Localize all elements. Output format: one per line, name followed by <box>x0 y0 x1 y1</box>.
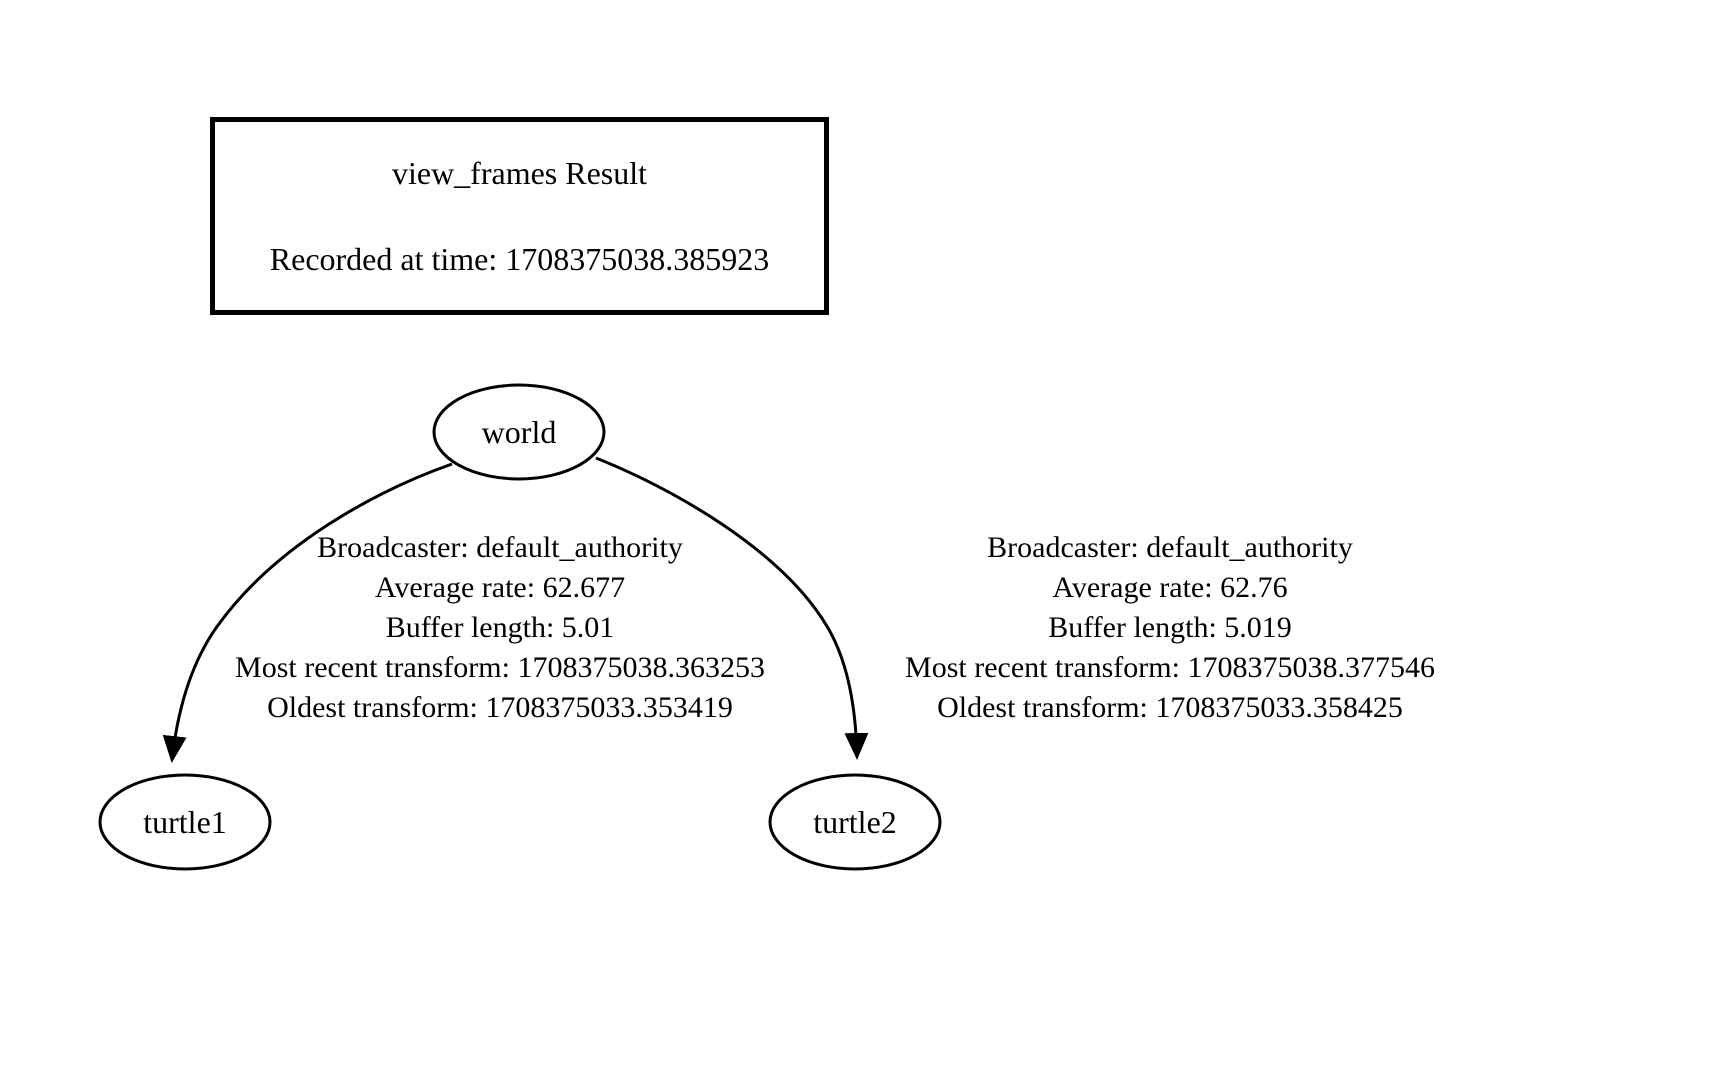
edge1-average-rate-line: Average rate: 62.677 <box>374 571 626 604</box>
result-title-box: view_frames Result Recorded at time: 170… <box>210 117 829 315</box>
edge1-most-recent-transform-line: Most recent transform: 1708375038.363253 <box>235 651 765 684</box>
node-ellipse-turtle1[interactable] <box>98 773 272 871</box>
edge-world-to-turtle2 <box>595 456 869 760</box>
node-label-turtle1[interactable]: turtle1 <box>143 804 227 840</box>
edge2-most-recent-transform-line: Most recent transform: 1708375038.377546 <box>905 651 1435 684</box>
recorded-at-time: Recorded at time: 1708375038.385923 <box>269 241 770 277</box>
edge1-broadcaster-line: Broadcaster: default_authority <box>317 531 683 564</box>
edge2-buffer-length-line: Buffer length: 5.019 <box>1048 611 1292 644</box>
edge-label-world-to-turtle2: Broadcaster: default_authority Average r… <box>905 528 1435 728</box>
edge-world-to-turtle1 <box>162 462 453 763</box>
result-heading: view_frames Result <box>391 155 648 191</box>
node-ellipse-world[interactable] <box>432 383 606 481</box>
edge2-oldest-transform-line: Oldest transform: 1708375033.358425 <box>937 691 1403 724</box>
node-label-turtle2[interactable]: turtle2 <box>813 804 897 840</box>
edge1-buffer-length-line: Buffer length: 5.01 <box>385 611 615 644</box>
edge1-oldest-transform-line: Oldest transform: 1708375033.353419 <box>267 691 733 724</box>
edge-label-world-to-turtle1: Broadcaster: default_authority Average r… <box>235 528 765 728</box>
edge2-average-rate-line: Average rate: 62.76 <box>1052 571 1288 604</box>
node-ellipse-turtle2[interactable] <box>768 773 942 871</box>
edge2-broadcaster-line: Broadcaster: default_authority <box>987 531 1353 564</box>
node-label-world[interactable]: world <box>481 414 557 450</box>
